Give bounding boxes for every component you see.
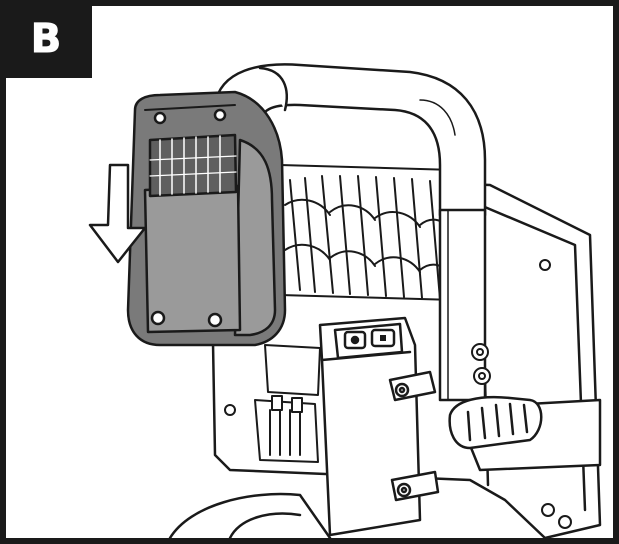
base-stand bbox=[168, 492, 332, 540]
housing-screws bbox=[224, 259, 572, 529]
battery-terminals bbox=[254, 344, 321, 463]
stand-leg-knob bbox=[448, 395, 602, 472]
carry-handle bbox=[213, 63, 487, 217]
step-badge: B bbox=[0, 0, 92, 78]
battery-pack bbox=[126, 90, 287, 347]
switch-module bbox=[318, 316, 440, 537]
heat-sink-fins bbox=[279, 164, 456, 301]
step-label: B bbox=[30, 16, 62, 62]
down-arrow-icon bbox=[88, 163, 147, 264]
